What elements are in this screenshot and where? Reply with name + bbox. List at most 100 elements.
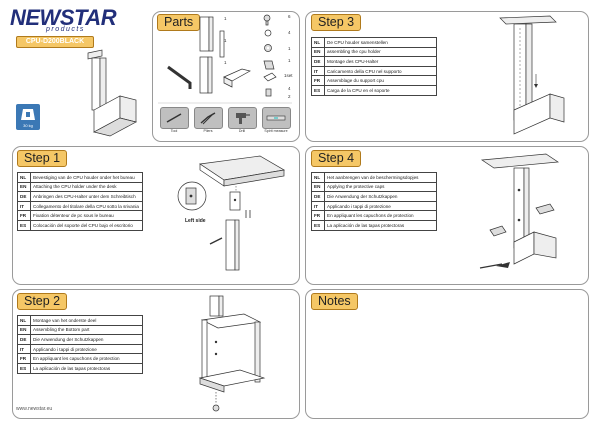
step-2-illustration — [198, 295, 266, 412]
notes-panel — [305, 289, 589, 419]
footer-url: www.newstar.eu — [16, 406, 53, 412]
drill-icon — [236, 113, 250, 124]
step-2-panel — [12, 289, 300, 419]
lang-text: Applicando i tappi di protezione — [30, 343, 143, 355]
lang-text: Bevestiging van de CPU houder onder het … — [30, 172, 143, 183]
lang-text: Carga de la CPU en el soporte — [324, 84, 437, 96]
step-4-illustration — [479, 153, 560, 269]
lang-text: Fixation détenteur de pc sous le bureau — [30, 210, 143, 221]
tool-caption: Tool — [170, 129, 178, 133]
part-count: 1 — [288, 58, 291, 63]
part-count: 4 — [288, 30, 291, 35]
screwdriver-icon — [166, 113, 182, 123]
lang-code: NL — [311, 172, 325, 183]
lang-code: ES — [311, 84, 325, 96]
lang-text: La aplicación de las tapas protectoras — [324, 219, 437, 231]
tool-caption: Pliers — [203, 129, 213, 133]
lang-code: ES — [17, 219, 31, 231]
parts-title: Parts — [157, 14, 201, 31]
lang-text: Assemblage du support cpu — [324, 75, 437, 86]
lang-code: EN — [311, 46, 325, 58]
lang-text: Assembling the Bottom part — [30, 324, 143, 336]
lang-code: EN — [17, 324, 31, 336]
tool-icon — [194, 107, 223, 129]
part-count: 4 — [288, 86, 291, 91]
tool-icon — [160, 107, 189, 129]
lang-text: Collegamento del titolare della CPU sott… — [30, 200, 143, 212]
lang-code: DE — [17, 334, 31, 345]
lang-text: Montage des CPU-Halter — [324, 56, 437, 67]
part-count: 1 — [224, 16, 227, 21]
lang-code: FR — [17, 353, 31, 364]
lang-text: Die Anwendung der Schutzkappen — [30, 334, 143, 345]
part-count: 6 — [288, 14, 291, 19]
part-count: 2 — [288, 94, 291, 99]
notes-title: Notes — [311, 293, 358, 310]
lang-text: En appliquant les capuchons de protectio… — [30, 353, 143, 364]
lang-code: NL — [311, 37, 325, 48]
weight-icon — [21, 109, 35, 120]
lang-code: ES — [17, 362, 31, 374]
parts-illustration — [158, 14, 292, 104]
step-1-illustration — [177, 155, 286, 271]
lang-text: La aplicación de las tapas protectoras — [30, 362, 143, 374]
tool-icon — [228, 107, 257, 129]
lang-code: IT — [311, 200, 325, 212]
tool-caption: Spirit measure — [264, 129, 288, 133]
part-count: 1 — [224, 38, 227, 43]
lang-code: FR — [311, 210, 325, 221]
lang-code: ES — [311, 219, 325, 231]
lang-code: DE — [311, 191, 325, 202]
lang-text: Caricamento della CPU nel supporto — [324, 65, 437, 77]
pliers-icon — [200, 112, 216, 125]
step-2-title: Step 2 — [17, 293, 68, 310]
tool-icon — [262, 107, 291, 129]
weight-label: 30 kg — [23, 123, 33, 128]
spirit-level-icon — [266, 115, 286, 121]
weight-badge: 30 kg — [16, 104, 40, 130]
lang-text: Montage van het onderste deel — [30, 315, 143, 326]
lang-text: Anbringen des CPU-Halter unter dem Schre… — [30, 191, 143, 202]
lang-code: FR — [17, 210, 31, 221]
lang-code: EN — [17, 181, 31, 193]
lang-text: Attaching the CPU holder under the desk — [30, 181, 143, 193]
lang-code: IT — [17, 200, 31, 212]
brand-subtitle: products — [46, 26, 85, 33]
lang-code: FR — [311, 75, 325, 86]
step-1-title: Step 1 — [17, 150, 68, 167]
part-count: 1 — [288, 46, 291, 51]
part-count: 1set — [284, 73, 293, 78]
product-illustration — [87, 49, 137, 137]
brand-logo: NEWSTAR — [10, 5, 117, 30]
lang-code: EN — [311, 181, 325, 193]
lang-text: De CPU houder samenstellen — [324, 37, 437, 48]
lang-text: Die Anwendung der Schutzkappen — [324, 191, 437, 202]
step-3-title: Step 3 — [311, 14, 362, 31]
lang-code: DE — [311, 56, 325, 67]
lang-text: Applying the protective caps — [324, 181, 437, 193]
lang-text: assembling the cpu holder — [324, 46, 437, 58]
lang-text: Colocación del soporte del CPU bajo el e… — [30, 219, 143, 231]
